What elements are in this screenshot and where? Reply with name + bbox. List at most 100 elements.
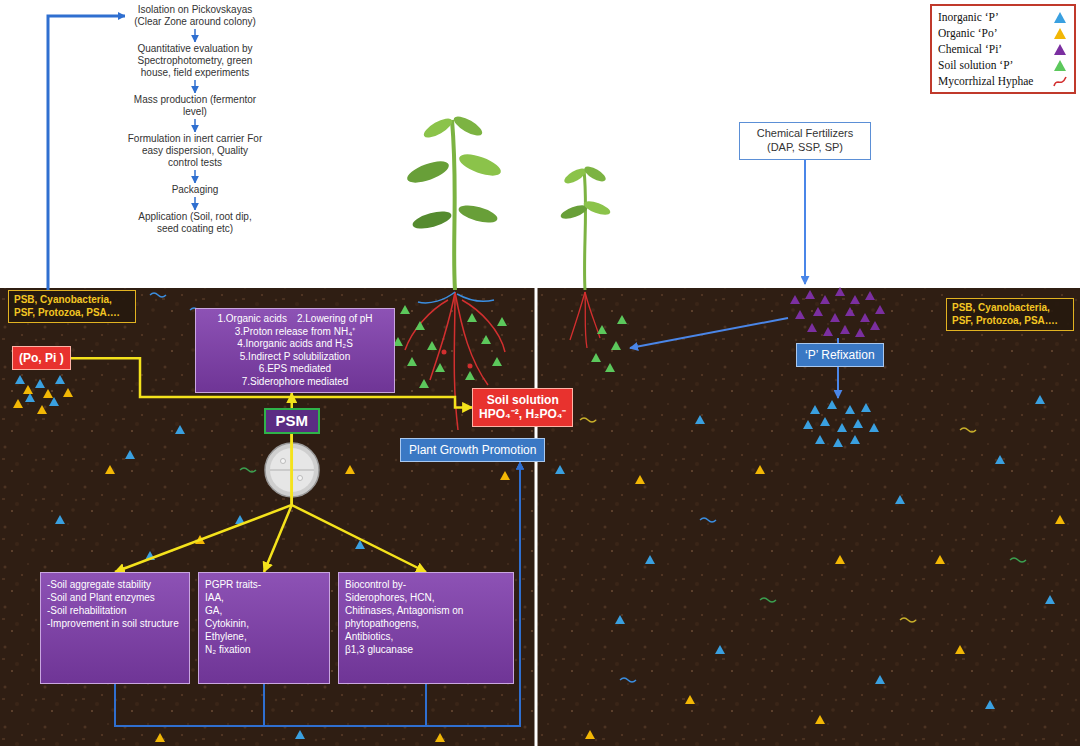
soil-solution-p: [591, 353, 601, 362]
inorganic-p: [55, 375, 65, 384]
chemical-p: [835, 287, 845, 296]
process-step: Quantitative evaluation by Spectrophotom…: [120, 42, 270, 80]
organic-p: [835, 555, 845, 564]
flow-arrow: [194, 197, 196, 210]
process-step: Mass production (fermentor level): [125, 93, 265, 119]
process-label: ‘P’ Refixation: [796, 343, 884, 367]
soil-solution-p: [492, 357, 502, 366]
soil-solution-p: [465, 371, 475, 380]
flow-arrow: [194, 119, 196, 132]
legend-swatch: [1054, 44, 1066, 55]
node-text: Formulation in inert carrier For easy di…: [127, 133, 263, 169]
main-plant: [418, 292, 455, 303]
node-text: PGPR traits-: [205, 578, 323, 591]
main-plant: [468, 364, 473, 369]
chemical-p: [870, 321, 880, 330]
soil-ground: [0, 288, 1080, 746]
mechanism-box: 1.Organic acids2.Lowering of pH3.Proton …: [195, 308, 395, 393]
refixed-p: [853, 419, 863, 428]
inorganic-p: [695, 415, 705, 424]
legend-row: Organic ‘Po’: [938, 25, 1068, 41]
node-text: 1.Organic acids: [217, 313, 286, 326]
organic-p: [1055, 515, 1065, 524]
legend-row: Inorganic ‘P’: [938, 9, 1068, 25]
node-text: 4.Inorganic acids and H₂S: [202, 338, 388, 351]
organic-p: [585, 730, 595, 739]
node-text: -Soil aggregate stability: [47, 578, 183, 591]
node-text: PSB, Cyanobacteria, PSF, Protozoa, PSA….: [952, 302, 1068, 327]
hyphae-sample: [1054, 77, 1066, 86]
soil-solution-p: [407, 357, 417, 366]
chemical-p: [795, 310, 805, 319]
small-plant: [582, 199, 612, 218]
inorganic-p: [985, 700, 995, 709]
organism-label: PSM: [264, 408, 321, 434]
legend-sample: [1052, 43, 1068, 56]
petri-dish: [298, 476, 303, 481]
organic-p: [815, 715, 825, 724]
soil-solution-p: [481, 335, 491, 344]
panel-divider: [535, 288, 538, 746]
chemical-p: [860, 313, 870, 322]
main-plant: [442, 350, 447, 355]
soil-solution-p: [467, 313, 477, 322]
chemical-p: [790, 295, 800, 304]
inorganic-p: [555, 465, 565, 474]
legend-swatch: [1054, 60, 1066, 71]
organic-p: [635, 475, 645, 484]
refixed-p: [827, 400, 837, 409]
small-plant: [582, 164, 608, 185]
small-plant: [570, 292, 585, 340]
flow-arrow: [115, 434, 292, 572]
soil-solution-p: [617, 315, 627, 324]
refixed-p: [815, 435, 825, 444]
node-text: Siderophores, HCN,: [345, 591, 507, 604]
chemical-p: [855, 328, 865, 337]
small-plant: [570, 292, 600, 348]
chemical-p: [813, 307, 823, 316]
legend-text: Soil solution ‘P’: [938, 59, 1013, 71]
organic-p: [13, 385, 1065, 742]
hyphae-squiggles: [1010, 558, 1026, 562]
legend-sample: [1052, 11, 1068, 24]
legend-text: Organic ‘Po’: [938, 27, 998, 39]
node-text: -Soil and Plant enzymes: [47, 591, 183, 604]
legend-sample: [1052, 27, 1068, 40]
node-text: 2.Lowering of pH: [297, 313, 373, 326]
small-plant: [584, 170, 586, 290]
node-text: Mass production (fermentor level): [127, 94, 263, 118]
phosphorus-box: (Po, Pi ): [12, 346, 71, 370]
benefit-box: PGPR traits-IAA,GA,Cytokinin,Ethylene,N₂…: [198, 572, 330, 684]
legend-swatch: [1054, 28, 1066, 39]
legend-box: Inorganic ‘P’Organic ‘Po’Chemical ‘Pi’So…: [930, 4, 1076, 94]
flow-arrow: [194, 29, 196, 42]
inorganic-p: [295, 730, 305, 739]
refixed-p: [845, 405, 855, 414]
organic-p: [755, 465, 765, 474]
inorganic-p: [875, 675, 885, 684]
process-step: Application (Soil, root dip, seed coatin…: [125, 210, 265, 236]
refixed-p: [837, 423, 847, 432]
main-plant: [405, 157, 452, 187]
chemical-p: [840, 325, 850, 334]
soil-solution-p: [393, 305, 627, 388]
inorganic-p: [49, 397, 59, 406]
small-plant: [585, 292, 587, 348]
legend-text: Mycorrhizal Hyphae: [938, 75, 1033, 87]
refixed-p: [810, 405, 820, 414]
soil-solution-p: [419, 379, 429, 388]
node-text: (Po, Pi ): [19, 351, 64, 365]
legend-text: Inorganic ‘P’: [938, 11, 999, 23]
flow-arrow: [194, 170, 196, 183]
benefit-box: -Soil aggregate stability-Soil and Plant…: [40, 572, 190, 684]
fertilizer-arrows: [630, 318, 788, 348]
node-text: Ethylene,: [205, 630, 323, 643]
node-text: ‘P’ Refixation: [805, 348, 875, 362]
inorganic-p: [25, 393, 35, 402]
node-text: Quantitative evaluation by Spectrophotom…: [122, 43, 268, 79]
node-text: Soil solution: [479, 393, 566, 407]
hyphae-squiggles: [900, 618, 916, 622]
node-text: PSM: [276, 412, 309, 430]
chemical-p: [820, 295, 830, 304]
